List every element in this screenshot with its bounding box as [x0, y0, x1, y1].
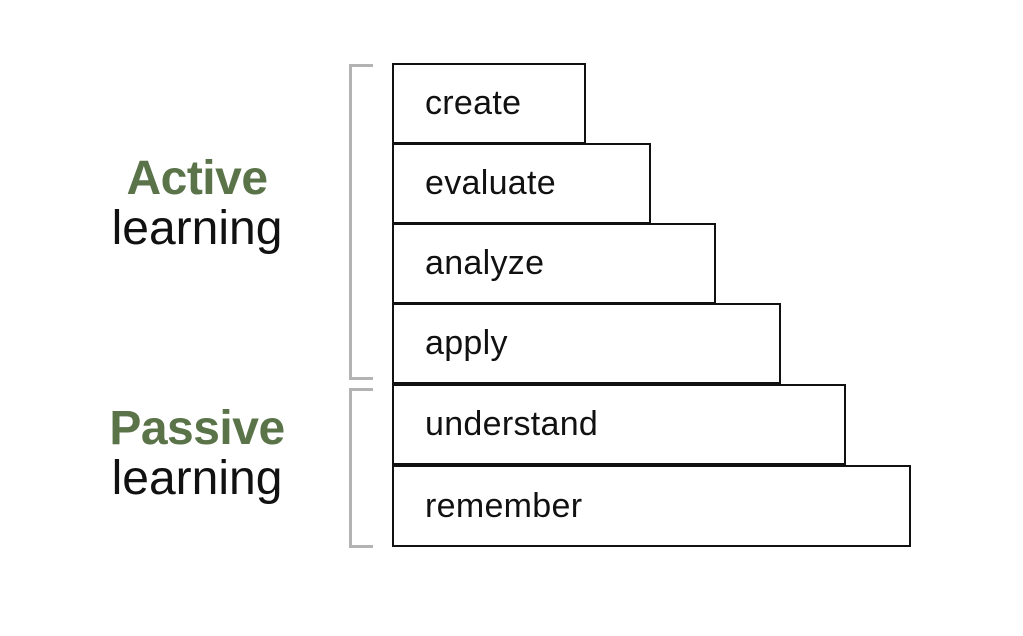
- step-label: evaluate: [425, 164, 556, 202]
- active-learning-label: Active learning: [77, 155, 317, 253]
- step-label: analyze: [425, 244, 545, 282]
- step-label: understand: [425, 405, 599, 443]
- active-bracket: [349, 64, 373, 380]
- passive-bracket: [349, 388, 373, 548]
- step-label: apply: [425, 324, 508, 362]
- active-subheading: learning: [111, 202, 283, 255]
- passive-heading: Passive: [109, 402, 285, 455]
- step-understand: understand: [392, 384, 846, 465]
- step-create: create: [392, 63, 586, 144]
- step-analyze: analyze: [392, 223, 716, 304]
- step-apply: apply: [392, 303, 781, 384]
- active-heading: Active: [126, 152, 268, 205]
- passive-learning-label: Passive learning: [77, 405, 317, 503]
- step-label: create: [425, 84, 522, 122]
- passive-subheading: learning: [111, 452, 283, 505]
- step-remember: remember: [392, 465, 911, 547]
- step-label: remember: [425, 486, 583, 525]
- step-evaluate: evaluate: [392, 143, 651, 224]
